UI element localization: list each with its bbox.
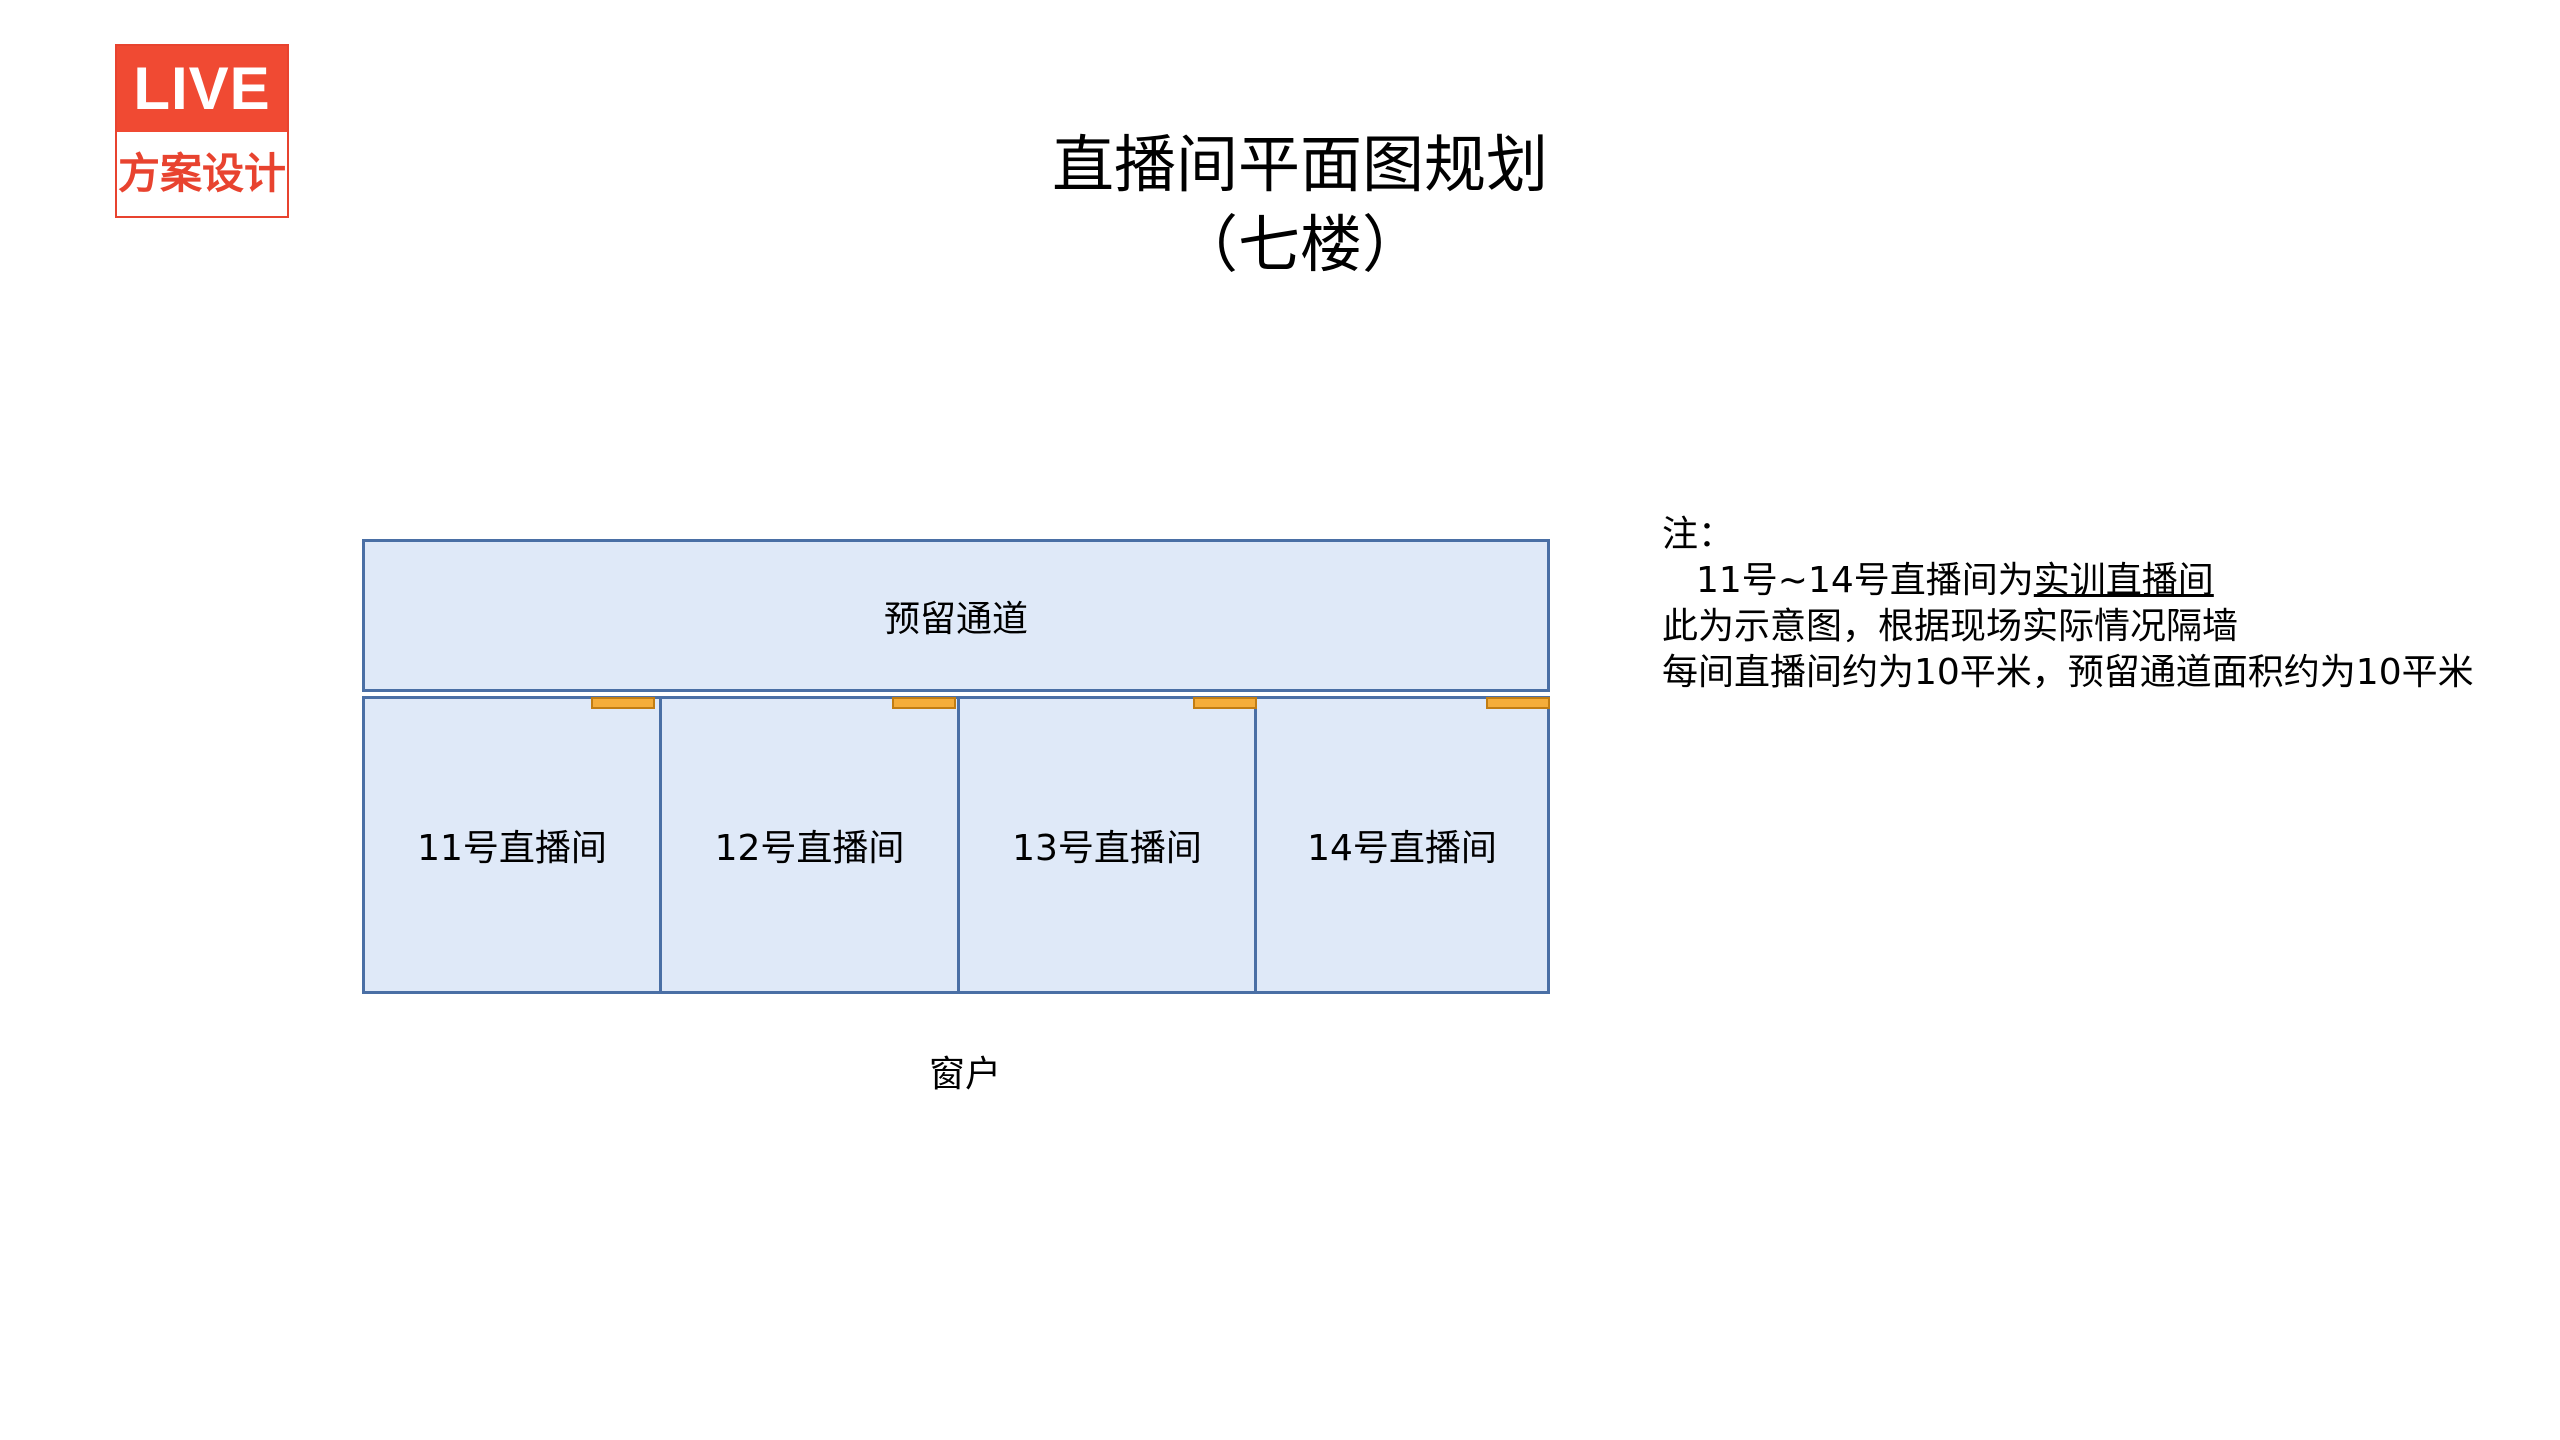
door-room-11 [591, 697, 655, 709]
title-line-2: （七楼） [1175, 208, 1424, 281]
room-13: 13号直播间 [957, 696, 1257, 994]
notes-line-1: 11号~14号直播间为实训直播间 [1662, 558, 2542, 604]
notes-line-3: 每间直播间约为10平米，预留通道面积约为10平米 [1662, 652, 2474, 693]
notes-line-2: 此为示意图，根据现场实际情况隔墙 [1662, 606, 2239, 647]
door-room-12 [892, 697, 956, 709]
window-label: 窗户 [928, 1054, 1001, 1095]
room-11-label: 11号直播间 [417, 828, 607, 869]
corridor-label: 预留通道 [883, 598, 1028, 640]
title-line-1: 直播间平面图规划 [1051, 128, 1548, 201]
reserved-corridor: 预留通道 [362, 539, 1550, 692]
notes-line-1-underlined: 实训直播间 [2033, 560, 2214, 601]
logo-live-text: LIVE [117, 46, 287, 132]
room-12: 12号直播间 [659, 696, 960, 994]
room-14-label: 14号直播间 [1307, 828, 1497, 869]
notes-line-1-prefix: 11号~14号直播间为 [1696, 560, 2034, 601]
page-title: 直播间平面图规划 （七楼） [900, 125, 1700, 285]
notes: 注： 11号~14号直播间为实训直播间 此为示意图，根据现场实际情况隔墙 每间直… [1662, 512, 2542, 696]
room-13-label: 13号直播间 [1012, 828, 1202, 869]
live-logo: LIVE 方案设计 [115, 44, 289, 218]
room-14: 14号直播间 [1254, 696, 1550, 994]
room-12-label: 12号直播间 [714, 828, 905, 869]
notes-heading: 注： [1662, 514, 1735, 555]
door-room-14 [1486, 697, 1550, 709]
room-11: 11号直播间 [362, 696, 662, 994]
door-room-13 [1193, 697, 1257, 709]
logo-subtitle: 方案设计 [117, 149, 286, 198]
